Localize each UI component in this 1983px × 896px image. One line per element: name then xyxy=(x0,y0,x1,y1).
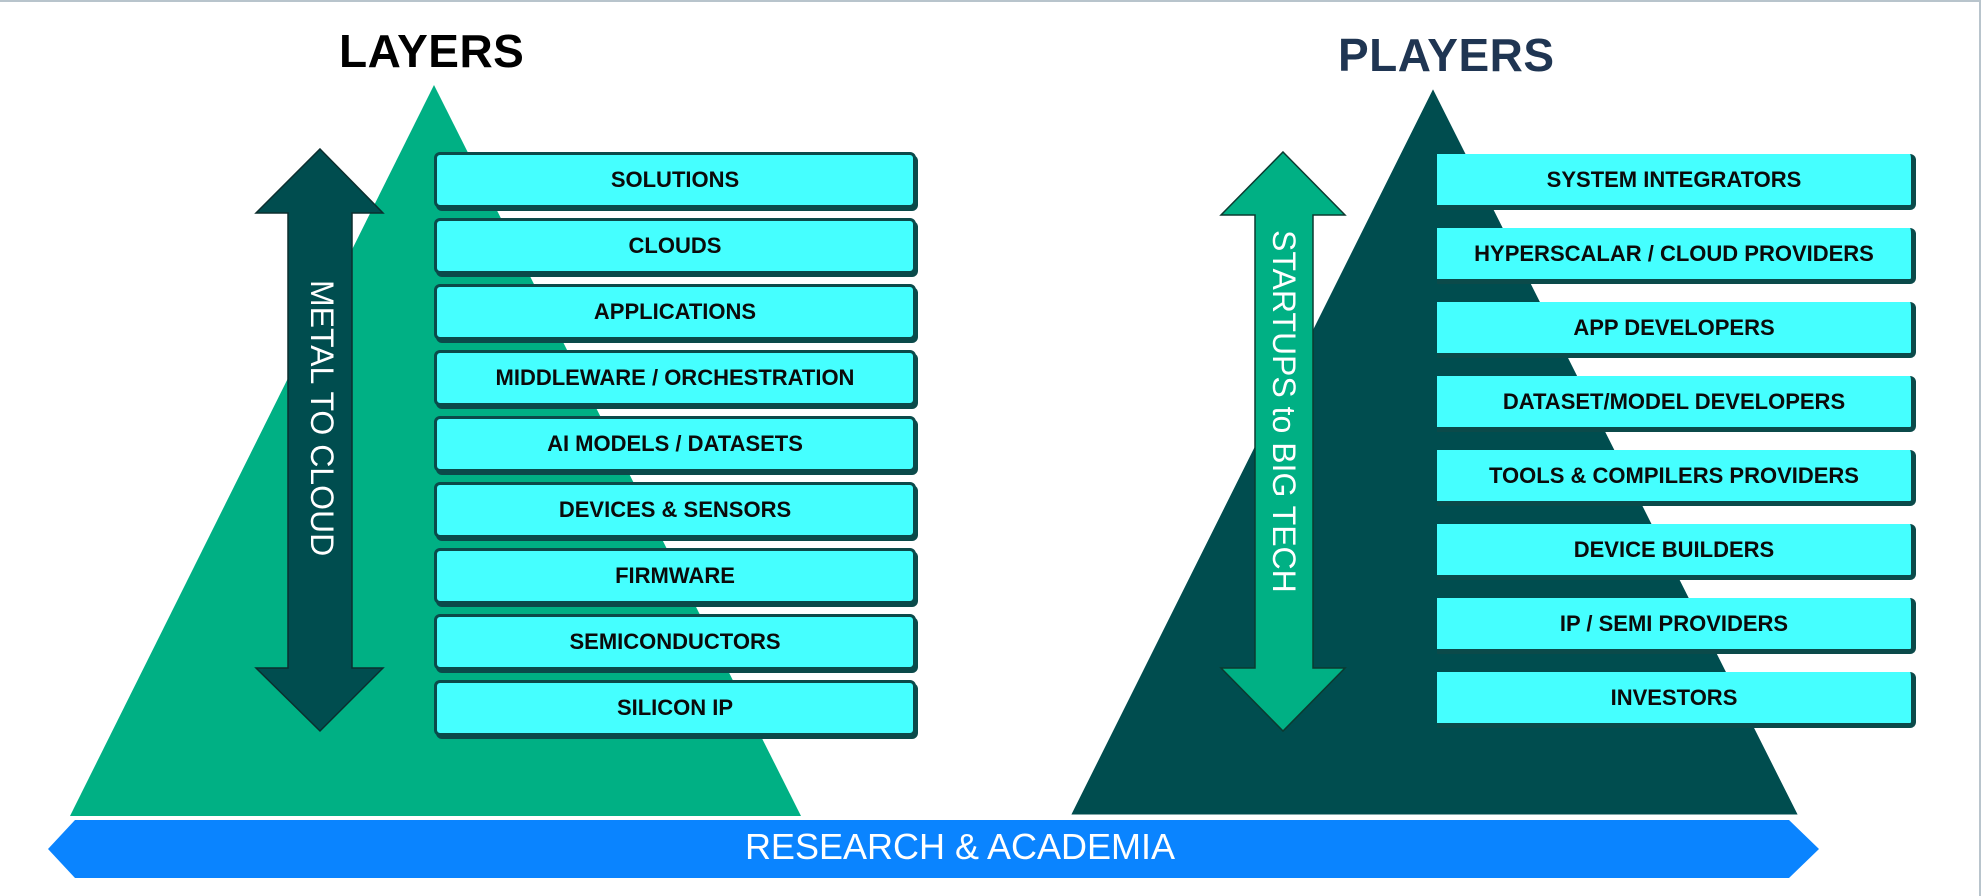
player-box-device-builders: DEVICE BUILDERS xyxy=(1437,524,1916,580)
layer-box-clouds: CLOUDS xyxy=(434,218,916,274)
player-box-system-integrators: SYSTEM INTEGRATORS xyxy=(1437,154,1916,210)
layer-box-semiconductors: SEMICONDUCTORS xyxy=(434,614,916,670)
layer-box-ai-models: AI MODELS / DATASETS xyxy=(434,416,916,472)
research-academia-label: RESEARCH & ACADEMIA xyxy=(744,826,1176,867)
layer-box-silicon-ip: SILICON IP xyxy=(434,680,916,736)
startups-to-big-tech-arrow xyxy=(1219,150,1347,733)
player-box-dataset-model: DATASET/MODEL DEVELOPERS xyxy=(1437,376,1916,432)
player-box-tools-compilers: TOOLS & COMPILERS PROVIDERS xyxy=(1437,450,1916,506)
layer-box-devices: DEVICES & SENSORS xyxy=(434,482,916,538)
layer-box-applications: APPLICATIONS xyxy=(434,284,916,340)
layer-box-firmware: FIRMWARE xyxy=(434,548,916,604)
metal-to-cloud-label: METAL TO CLOUD xyxy=(304,280,340,557)
player-box-ip-semi: IP / SEMI PROVIDERS xyxy=(1437,598,1916,654)
layers-title: LAYERS xyxy=(339,25,525,77)
players-title: PLAYERS xyxy=(1338,29,1555,81)
research-band xyxy=(48,820,1819,878)
player-box-hyperscalar: HYPERSCALAR / CLOUD PROVIDERS xyxy=(1437,228,1916,284)
player-box-investors: INVESTORS xyxy=(1437,672,1916,728)
startups-to-big-tech-label: STARTUPS to BIG TECH xyxy=(1266,230,1302,593)
metal-to-cloud-arrow xyxy=(254,147,385,733)
player-box-app-developers: APP DEVELOPERS xyxy=(1437,302,1916,358)
layer-box-solutions: SOLUTIONS xyxy=(434,152,916,208)
layer-box-middleware: MIDDLEWARE / ORCHESTRATION xyxy=(434,350,916,406)
